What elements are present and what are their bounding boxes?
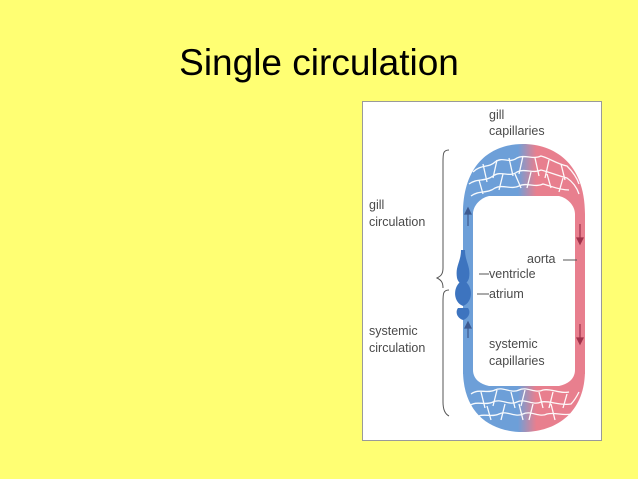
ventricle-label: ventricle [489, 267, 536, 281]
circulation-diagram-graphic [435, 144, 585, 432]
gill-circulation-label-2: circulation [369, 215, 426, 229]
gill-circulation-brace [435, 149, 450, 289]
gill-capillaries-label-2: capillaries [489, 124, 545, 138]
atrium-label: atrium [489, 287, 524, 301]
systemic-capillary-bed [463, 262, 585, 432]
systemic-capillaries-label-2: capillaries [489, 354, 545, 368]
systemic-circulation-label-1: systemic [369, 324, 418, 338]
flow-arrows [464, 206, 472, 338]
gill-circulation-label-1: gill [369, 198, 385, 212]
arterial-vessel [575, 214, 585, 374]
systemic-capillaries-label-1: systemic [489, 337, 538, 351]
circulation-diagram: gill capillaries gill circulation aorta … [362, 101, 602, 441]
heart [455, 250, 471, 320]
systemic-circulation-brace [442, 289, 450, 417]
gill-capillaries-label-1: gill [489, 108, 505, 122]
aorta-label: aorta [527, 252, 556, 266]
systemic-circulation-label-2: circulation [369, 341, 426, 355]
slide-title: Single circulation [179, 42, 459, 83]
gill-capillary-bed [463, 144, 585, 262]
